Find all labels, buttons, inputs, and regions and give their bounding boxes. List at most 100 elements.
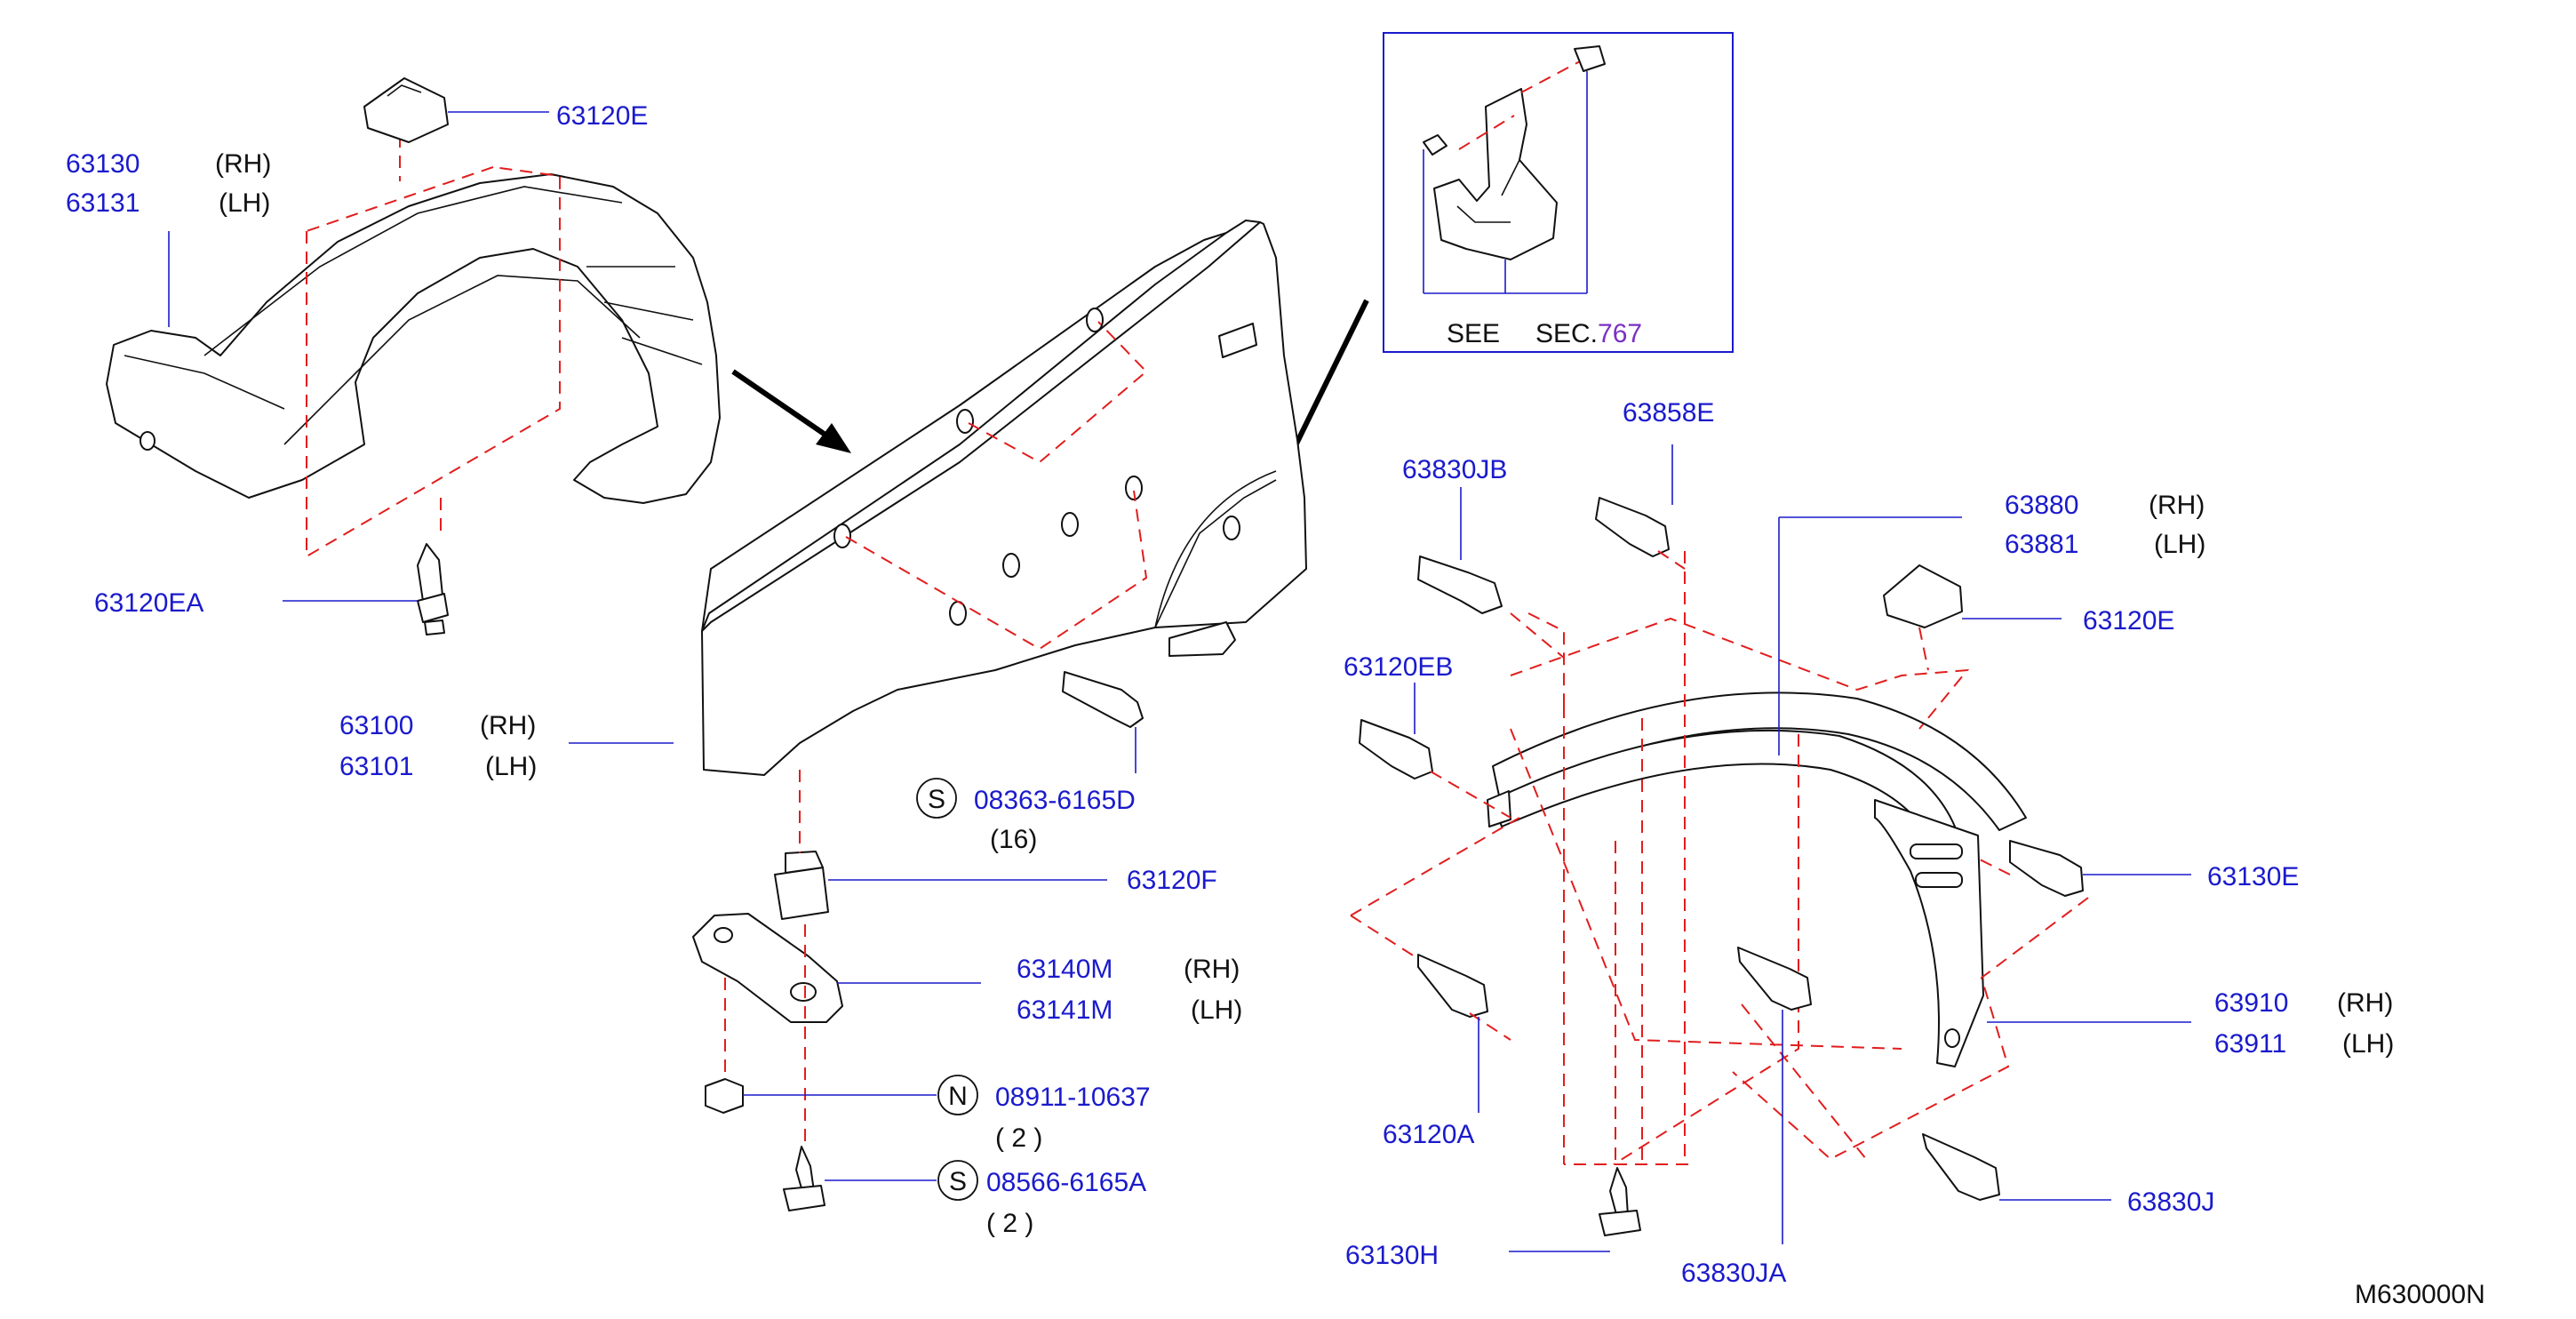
- fender-hole-2: [956, 409, 974, 434]
- fender-hole-3: [1086, 308, 1104, 332]
- label-63880-side: (RH): [2149, 491, 2205, 520]
- protector-detail: [124, 186, 703, 445]
- inset-sec-label: SEC.: [1535, 319, 1598, 348]
- mud-guard-part: [1433, 88, 1558, 260]
- screw-08566-6165A-head: [783, 1185, 825, 1211]
- arrow-to-fender-head: [816, 423, 851, 453]
- inset-section-ref: SEC.767: [1535, 319, 1642, 348]
- label-63101-side: (LH): [485, 752, 537, 781]
- label-63880: 63880: [2005, 491, 2078, 520]
- fender-bolt-guides: [845, 321, 1148, 651]
- protector-clip-guides: [306, 135, 561, 558]
- label-08566-6165A: 08566-6165A: [986, 1168, 1146, 1197]
- clip-63120F-top: [785, 851, 824, 874]
- fender-wheel-arch: [1154, 470, 1277, 628]
- symbol-circle-08911: [937, 1075, 978, 1115]
- bracket-63140M-hole-2: [714, 927, 733, 943]
- label-63101: 63101: [339, 752, 413, 781]
- label-63120E-right: 63120E: [2083, 606, 2174, 636]
- inset-sec-number: 767: [1598, 319, 1642, 348]
- rear-liner-slot-1: [1910, 843, 1963, 859]
- inset-screw: [1423, 134, 1448, 156]
- label-63130E: 63130E: [2207, 862, 2299, 891]
- symbol-circle-08566: [937, 1160, 978, 1201]
- label-63830J: 63830J: [2127, 1187, 2214, 1217]
- front-fender-part: [701, 220, 1307, 776]
- mud-guard-detail: [1456, 159, 1520, 223]
- liner-arc-2: [1492, 729, 1956, 836]
- grommet-63120EB: [1359, 719, 1433, 779]
- label-08911-10637: 08911-10637: [995, 1083, 1151, 1112]
- label-63881: 63881: [2005, 530, 2078, 559]
- rear-liner-blade: [1874, 799, 1984, 1067]
- label-63131: 63131: [66, 188, 140, 218]
- liner-guide-right: [1732, 897, 2089, 1161]
- fender-liner-part: [1350, 551, 2089, 1165]
- inset-clip: [1574, 45, 1606, 72]
- clip-63120E-top-slot: [387, 84, 422, 97]
- label-08566-qty: ( 2 ): [986, 1209, 1033, 1238]
- clip-63120F: [774, 867, 829, 920]
- label-08363-qty: (16): [990, 825, 1037, 854]
- label-63130: 63130: [66, 149, 140, 179]
- clip-63120EA-head: [417, 593, 449, 623]
- fender-body: [701, 221, 1307, 776]
- label-63911: 63911: [2214, 1029, 2286, 1059]
- label-63131-side: (LH): [219, 188, 270, 218]
- fender-hole-4: [1125, 476, 1143, 500]
- inset-guide-1: [1520, 60, 1583, 93]
- fender-badge-slot: [1218, 323, 1257, 358]
- fender-hole-8: [1223, 516, 1240, 540]
- label-63830JA: 63830JA: [1681, 1259, 1786, 1288]
- diagram-code: M630000N: [2355, 1280, 2485, 1309]
- fender-hole-1: [833, 524, 851, 548]
- leader-lines: [168, 111, 2191, 1252]
- inset-see-label: SEE: [1447, 319, 1500, 348]
- right-fastener-guides: [1430, 550, 2011, 1041]
- rear-liner-slot-2: [1915, 872, 1963, 888]
- fender-hole-7: [949, 601, 967, 626]
- label-63120EB: 63120EB: [1344, 652, 1453, 682]
- symbol-08911: N: [948, 1082, 968, 1111]
- wheelhouse-protector-part: [106, 135, 721, 558]
- rivet-63830J: [1922, 1133, 2000, 1201]
- label-63130-side: (RH): [215, 149, 271, 179]
- arrow-to-fender: [731, 369, 833, 442]
- fender-bracket: [1168, 621, 1236, 657]
- symbol-08363: S: [928, 785, 945, 814]
- rivet-63830JA: [1737, 947, 1812, 1011]
- liner-arc: [1492, 691, 2027, 831]
- protector-body: [106, 173, 721, 504]
- label-63120F: 63120F: [1127, 866, 1217, 895]
- screw-63130H-head: [1599, 1210, 1641, 1236]
- label-63140M: 63140M: [1017, 955, 1113, 984]
- liner-guide-vertical: [1563, 551, 1799, 1165]
- inset-mud-guard: SEE SEC.767: [1383, 32, 1734, 353]
- label-63141M-side: (LH): [1191, 995, 1242, 1025]
- grommet-63858E: [1595, 497, 1670, 557]
- label-63120EA: 63120EA: [94, 588, 203, 618]
- label-63881-side: (LH): [2154, 530, 2205, 559]
- bolt-08363-6165D: [1062, 671, 1144, 728]
- lower-stack-guides: [724, 770, 806, 1147]
- label-08911-qty: ( 2 ): [995, 1123, 1042, 1153]
- label-08363-6165D: 08363-6165D: [974, 786, 1136, 815]
- label-63120E-top: 63120E: [556, 101, 648, 131]
- clip-63120EA: [417, 543, 443, 602]
- protector-clip-guides-2: [306, 166, 494, 232]
- label-63911-side: (LH): [2342, 1029, 2394, 1059]
- liner-guide-top: [1510, 617, 1970, 730]
- label-63100-side: (RH): [480, 711, 536, 740]
- liner-guide-diag: [1510, 612, 1902, 1160]
- fender-hole-6: [1002, 553, 1020, 578]
- symbol-circle-08363: [916, 778, 957, 819]
- label-63830JB: 63830JB: [1402, 455, 1507, 484]
- screw-63130H: [1609, 1167, 1629, 1219]
- label-63141M: 63141M: [1017, 995, 1113, 1025]
- label-63910-side: (RH): [2337, 988, 2393, 1018]
- label-63120A: 63120A: [1383, 1120, 1474, 1149]
- label-63140M-side: (RH): [1184, 955, 1240, 984]
- clip-63120E-right: [1883, 564, 1963, 628]
- inset-guide-2: [1458, 115, 1515, 150]
- bracket-63140M: [692, 913, 843, 1023]
